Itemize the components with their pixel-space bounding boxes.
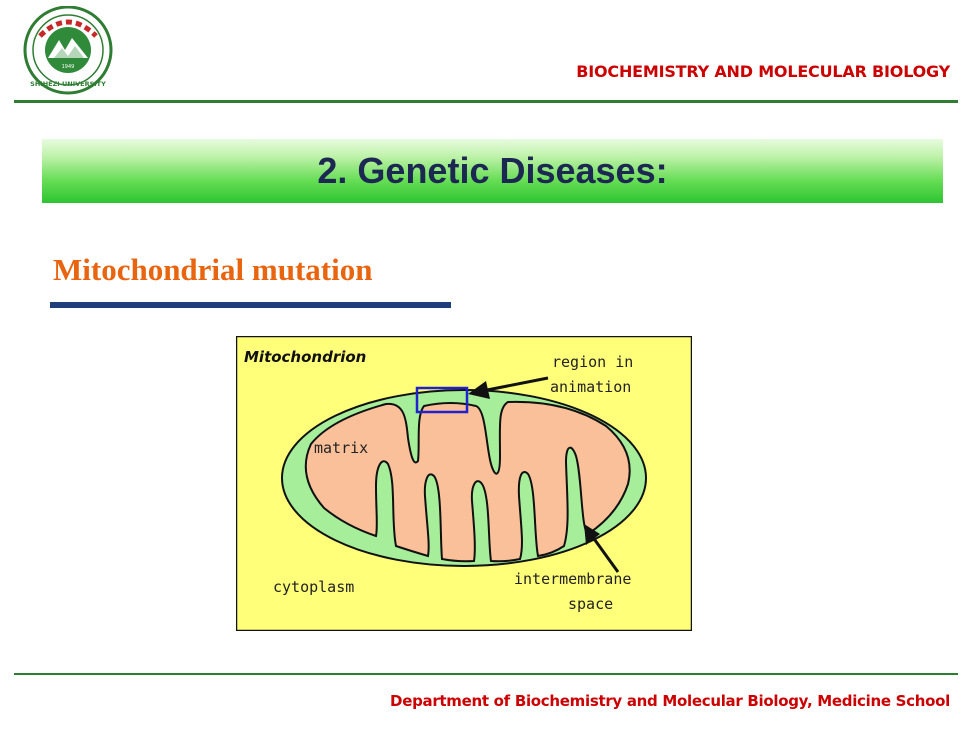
- region-arrow-line: [481, 376, 549, 393]
- footer-divider: [14, 673, 958, 675]
- cytoplasm-label: cytoplasm: [273, 578, 354, 596]
- svg-text:SHIHEZI UNIVERSITY: SHIHEZI UNIVERSITY: [30, 80, 106, 88]
- slide-title: 2. Genetic Diseases:: [317, 150, 668, 191]
- title-banner: 2. Genetic Diseases:: [42, 139, 943, 203]
- svg-text:1949: 1949: [62, 64, 75, 70]
- university-logo: 1949 SHIHEZI UNIVERSITY: [18, 5, 118, 98]
- subtitle-underline: [50, 302, 451, 308]
- region-label-line1: region in: [552, 353, 633, 371]
- university-seal-icon: 1949 SHIHEZI UNIVERSITY: [23, 5, 113, 95]
- region-label-line2: animation: [550, 378, 631, 396]
- footer-department: Department of Biochemistry and Molecular…: [390, 692, 950, 710]
- diagram-title: Mitochondrion: [244, 348, 366, 366]
- intermembrane-arrowhead: [584, 524, 600, 545]
- header-title: BIOCHEMISTRY AND MOLECULAR BIOLOGY: [576, 62, 950, 81]
- matrix-label: matrix: [314, 439, 368, 457]
- animation-region-box: [415, 386, 469, 414]
- region-arrowhead: [468, 381, 490, 399]
- mitochondrion-diagram: Mitochondrion region in animation matrix…: [236, 336, 692, 631]
- intermembrane-arrow-line: [590, 535, 620, 573]
- intermembrane-label-line1: intermembrane: [514, 570, 631, 588]
- header-divider: [14, 100, 958, 103]
- intermembrane-label-line2: space: [568, 595, 613, 613]
- section-subtitle: Mitochondrial mutation: [53, 252, 373, 287]
- matrix-region: [304, 400, 631, 563]
